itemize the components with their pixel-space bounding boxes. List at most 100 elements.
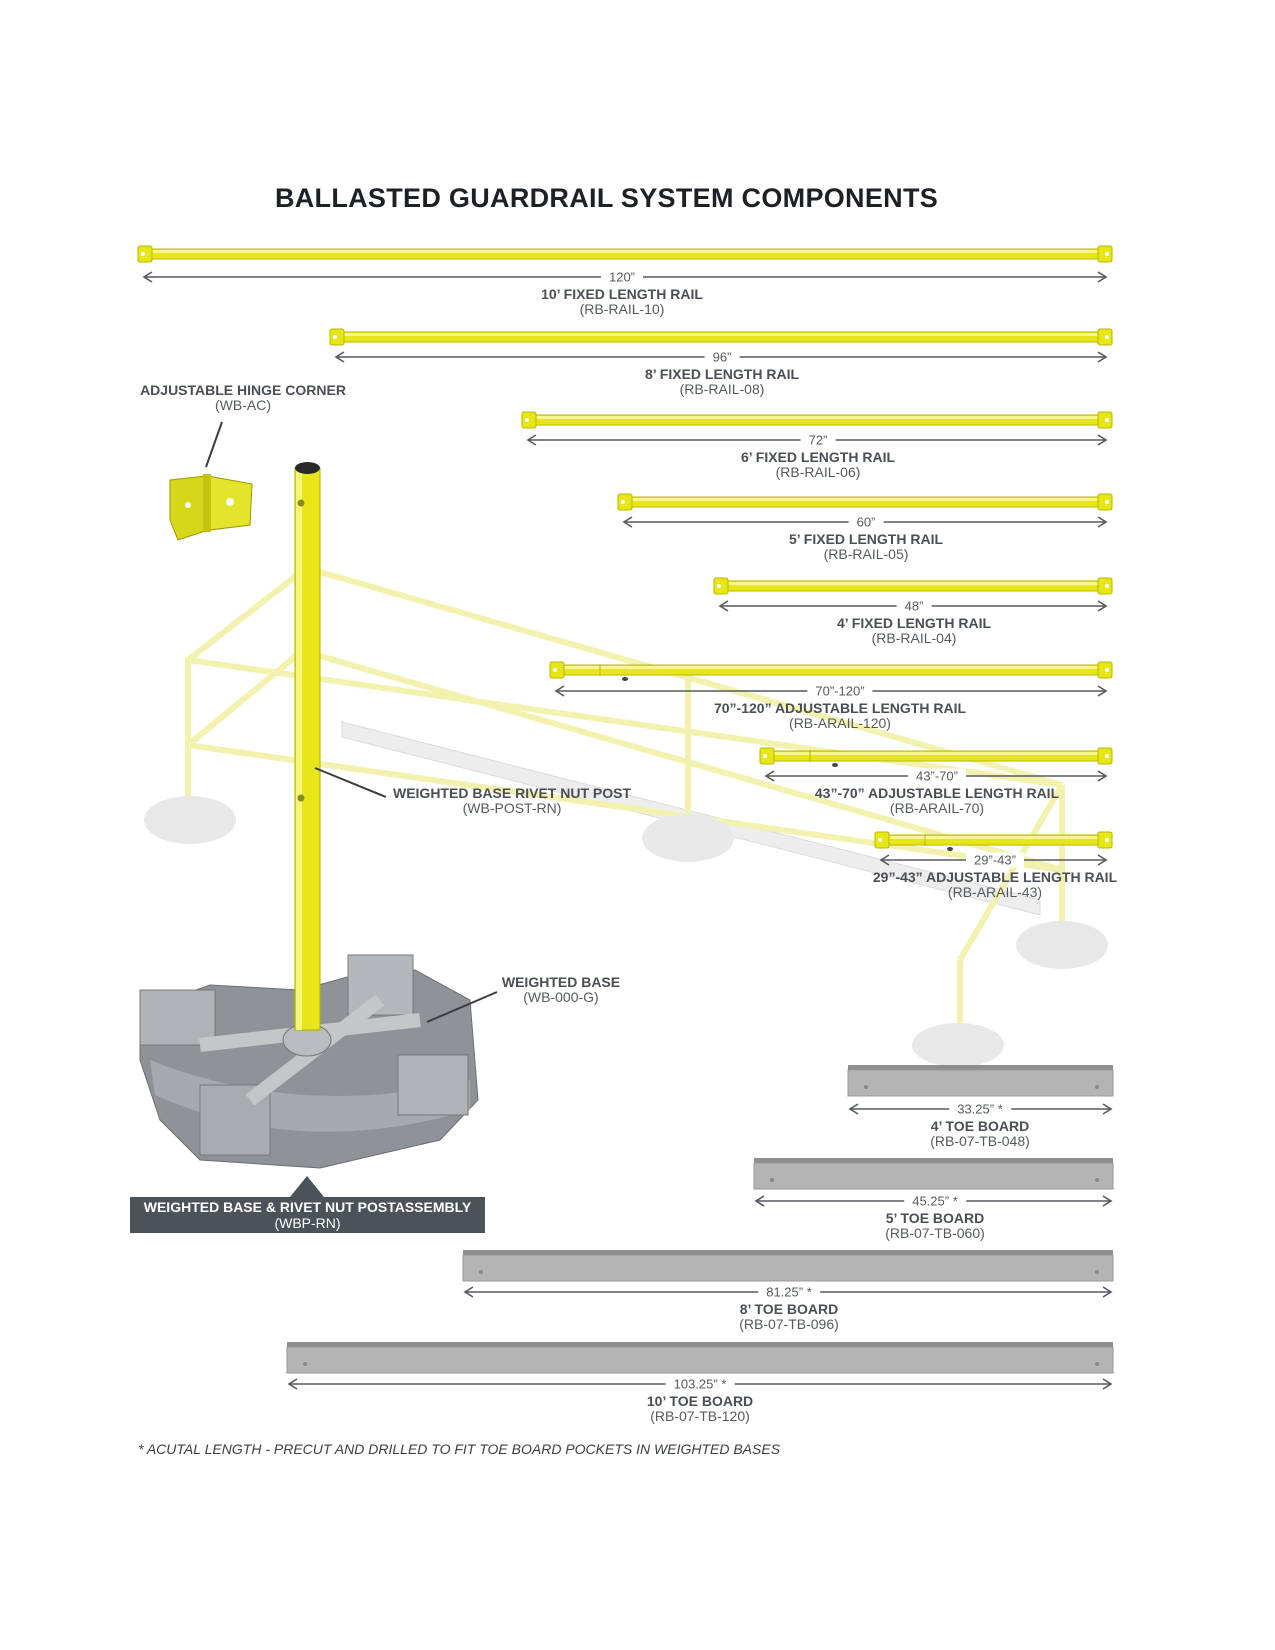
component-label: 6’ FIXED LENGTH RAIL(RB-RAIL-06) — [741, 450, 895, 480]
dimension-value: 103.25” * — [665, 1376, 735, 1392]
weighted-base-image — [139, 954, 498, 1197]
assembly-name: WEIGHTED BASE & RIVET NUT POSTASSEMBLY — [143, 1199, 472, 1215]
hinge-leader-line — [205, 421, 223, 468]
component-name: 5’ FIXED LENGTH RAIL — [788, 531, 944, 547]
arrow-right-icon — [1097, 770, 1108, 782]
component-label: 4’ TOE BOARD(RB-07-TB-048) — [930, 1119, 1030, 1149]
component-label: 43”-70” ADJUSTABLE LENGTH RAIL(RB-ARAIL-… — [815, 786, 1059, 816]
arrow-right-icon — [1097, 854, 1108, 866]
base-code: (WB-000-G) — [523, 989, 599, 1005]
arrow-left-icon — [463, 1286, 474, 1298]
arrow-left-icon — [142, 271, 153, 283]
toe-board-item — [462, 1250, 1114, 1298]
toe-board-item — [753, 1158, 1114, 1207]
arrow-right-icon — [1102, 1103, 1113, 1115]
dimension-value: 29”-43” — [966, 852, 1024, 868]
rail-item — [713, 577, 1113, 612]
hinge-corner-code: (WB-AC) — [215, 397, 271, 413]
arrow-right-icon — [1097, 351, 1108, 363]
toe-board-lip — [848, 1065, 1113, 1070]
component-name: 70”-120” ADJUSTABLE LENGTH RAIL — [713, 700, 967, 716]
toe-board-lip — [754, 1158, 1113, 1163]
arrow-right-icon — [1097, 600, 1108, 612]
component-name: 5’ TOE BOARD — [885, 1210, 985, 1226]
component-label: 29”-43” ADJUSTABLE LENGTH RAIL(RB-ARAIL-… — [873, 870, 1117, 900]
component-name: 6’ FIXED LENGTH RAIL — [740, 449, 896, 465]
dimension-value: 43”-70” — [908, 768, 966, 784]
background-top-rail — [187, 657, 1063, 788]
arrow-left-icon — [754, 1195, 765, 1207]
component-name: 10’ TOE BOARD — [646, 1393, 754, 1409]
dimension-value: 120” — [600, 269, 644, 285]
toe-board-face — [286, 1346, 1114, 1374]
dimension-value: 60” — [848, 514, 884, 530]
arrow-left-icon — [287, 1378, 298, 1390]
component-name: 29”-43” ADJUSTABLE LENGTH RAIL — [872, 869, 1118, 885]
arrow-right-icon — [1097, 434, 1108, 446]
component-code: (RB-07-TB-060) — [885, 1225, 985, 1241]
hinge-corner-image — [169, 421, 253, 541]
adjust-pin-icon — [832, 763, 838, 767]
component-label: 5’ TOE BOARD(RB-07-TB-060) — [885, 1211, 985, 1241]
component-code: (RB-ARAIL-70) — [889, 800, 985, 816]
dimension-value: 70”-120” — [807, 683, 873, 699]
dimension-value: 96” — [704, 349, 740, 365]
component-name: 43”-70” ADJUSTABLE LENGTH RAIL — [814, 785, 1060, 801]
component-name: 10’ FIXED LENGTH RAIL — [541, 286, 703, 302]
arrow-right-icon — [1097, 271, 1108, 283]
component-code: (RB-RAIL-08) — [679, 381, 765, 397]
adjust-pin-icon — [947, 847, 953, 851]
footnote: * ACUTAL LENGTH - PRECUT AND DRILLED TO … — [138, 1441, 781, 1457]
component-code: (RB-ARAIL-120) — [789, 715, 891, 731]
component-label: 4’ FIXED LENGTH RAIL(RB-RAIL-04) — [837, 616, 991, 646]
toe-board-lip — [463, 1250, 1113, 1255]
hinge-corner-name: ADJUSTABLE HINGE CORNER — [140, 382, 346, 398]
post-leader-line — [314, 767, 387, 798]
arrow-left-icon — [554, 685, 565, 697]
base-leader-line — [426, 991, 498, 1023]
arrow-left-icon — [879, 854, 890, 866]
rivet-nut-post-image — [294, 462, 387, 1031]
component-label: 8’ TOE BOARD(RB-07-TB-096) — [739, 1302, 839, 1332]
component-code: (RB-07-TB-096) — [739, 1316, 839, 1332]
arrow-left-icon — [622, 516, 633, 528]
rails-group — [137, 245, 1113, 866]
toe-board-face — [847, 1069, 1114, 1097]
assembly-label-box: WEIGHTED BASE & RIVET NUT POSTASSEMBLY (… — [130, 1197, 485, 1233]
toe-board-item — [286, 1342, 1114, 1390]
page-title: BALLASTED GUARDRAIL SYSTEM COMPONENTS — [274, 183, 939, 213]
toe-board-lip — [287, 1342, 1113, 1347]
hinge-corner-label: ADJUSTABLE HINGE CORNER (WB-AC) — [140, 383, 346, 413]
component-code: (RB-RAIL-04) — [871, 630, 957, 646]
component-code: (RB-RAIL-05) — [823, 546, 909, 562]
rail-item — [137, 245, 1113, 283]
component-code: (RB-ARAIL-43) — [947, 884, 1043, 900]
component-code: (RB-07-TB-048) — [930, 1133, 1030, 1149]
arrow-right-icon — [1102, 1286, 1113, 1298]
component-name: 4’ TOE BOARD — [930, 1118, 1030, 1134]
base-label: WEIGHTED BASE (WB-000-G) — [502, 975, 620, 1005]
arrow-left-icon — [764, 770, 775, 782]
component-code: (RB-RAIL-10) — [579, 301, 665, 317]
toe-board-face — [753, 1162, 1114, 1190]
component-label: 10’ FIXED LENGTH RAIL(RB-RAIL-10) — [541, 287, 703, 317]
arrow-right-icon — [1097, 516, 1108, 528]
adjust-pin-icon — [622, 677, 628, 681]
arrow-right-icon — [1102, 1195, 1113, 1207]
component-label: 5’ FIXED LENGTH RAIL(RB-RAIL-05) — [789, 532, 943, 562]
component-label: 10’ TOE BOARD(RB-07-TB-120) — [647, 1394, 753, 1424]
dimension-value: 81.25” * — [758, 1284, 820, 1300]
dimension-value: 45.25” * — [904, 1193, 966, 1209]
post-label: WEIGHTED BASE RIVET NUT POST (WB-POST-RN… — [393, 786, 631, 816]
arrow-left-icon — [718, 600, 729, 612]
component-label: 70”-120” ADJUSTABLE LENGTH RAIL(RB-ARAIL… — [714, 701, 966, 731]
toe-board-face — [462, 1254, 1114, 1282]
component-label: 8’ FIXED LENGTH RAIL(RB-RAIL-08) — [645, 367, 799, 397]
component-name: 4’ FIXED LENGTH RAIL — [836, 615, 992, 631]
component-name: 8’ FIXED LENGTH RAIL — [644, 366, 800, 382]
dimension-value: 48” — [896, 598, 932, 614]
base-name: WEIGHTED BASE — [501, 974, 621, 990]
post-code: (WB-POST-RN) — [462, 800, 562, 816]
component-name: 8’ TOE BOARD — [739, 1301, 839, 1317]
